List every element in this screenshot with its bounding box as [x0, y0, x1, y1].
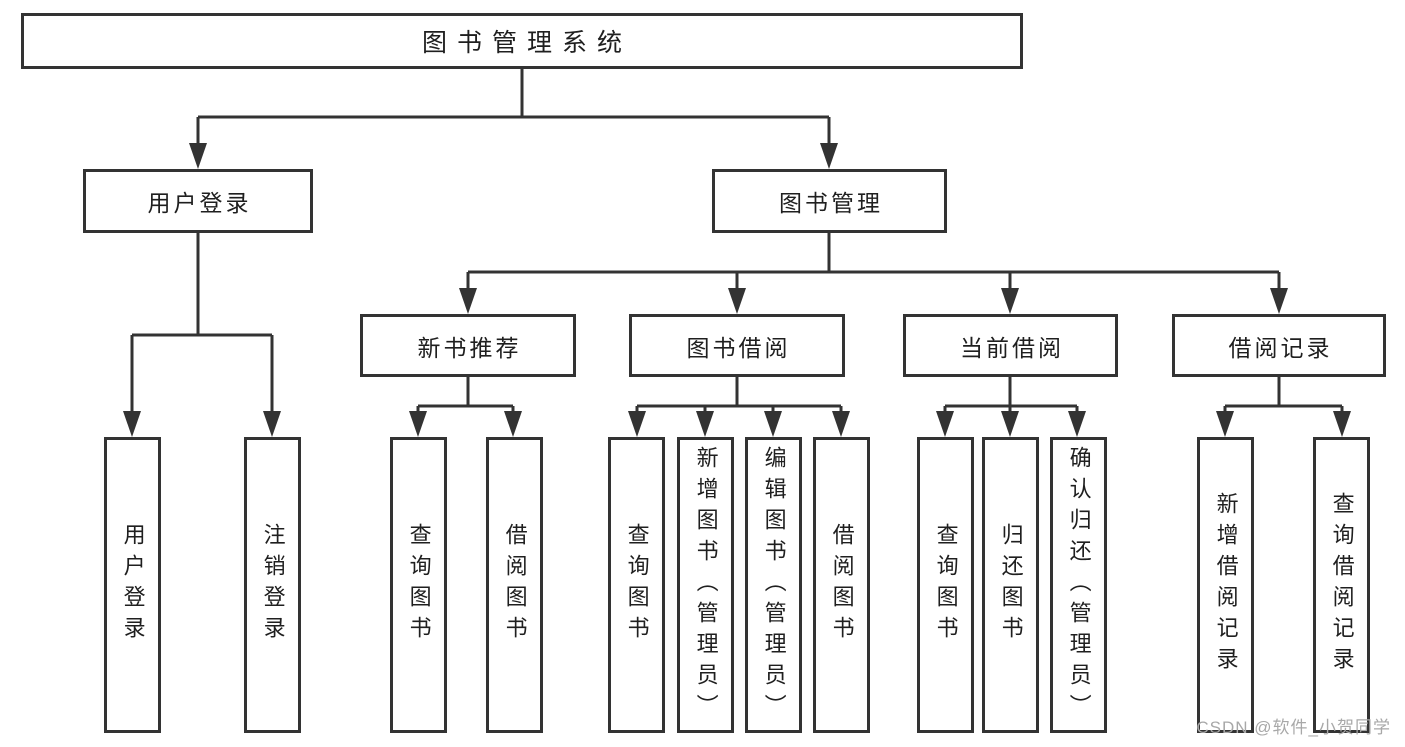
csdn-watermark: CSDN @软件_小贺同学 — [1196, 718, 1391, 737]
node-label: 借阅图书 — [829, 523, 855, 647]
node-new-book-recommend: 新书推荐 — [360, 314, 576, 377]
leaf-add-books-admin: 新增图书（管理员） — [677, 437, 734, 733]
arrowhead — [1333, 411, 1351, 437]
node-label: 图书借阅 — [686, 334, 791, 361]
node-label: 用户登录 — [147, 190, 252, 216]
arrowhead — [832, 411, 850, 437]
leaf-add-borrow-record: 新增借阅记录 — [1197, 437, 1254, 733]
arrowhead — [504, 411, 522, 437]
arrowhead — [1270, 288, 1288, 314]
node-label: 新书推荐 — [417, 334, 522, 361]
node-label: 编辑图书（管理员） — [761, 445, 787, 725]
node-label: 查询图书 — [406, 523, 432, 647]
arrowhead — [820, 143, 838, 169]
node-label: 借阅图书 — [502, 523, 528, 647]
node-user-login: 用户登录 — [83, 169, 313, 233]
leaf-borrow-books: 借阅图书 — [813, 437, 870, 733]
arrowhead — [1001, 411, 1019, 437]
node-label: 图书管理 — [779, 190, 883, 216]
arrowhead — [1068, 411, 1086, 437]
leaf-query-books-current: 查询图书 — [917, 437, 974, 733]
node-label: 图书管理系统 — [421, 29, 632, 57]
node-label: 注销登录 — [260, 523, 286, 647]
node-root-system: 图书管理系统 — [21, 13, 1023, 69]
node-book-management: 图书管理 — [712, 169, 947, 233]
leaf-user-login: 用户登录 — [104, 437, 161, 733]
arrowhead — [189, 143, 207, 169]
leaf-query-borrow-record: 查询借阅记录 — [1313, 437, 1370, 733]
node-label: 新增借阅记录 — [1213, 492, 1239, 678]
node-label: 借阅记录 — [1228, 334, 1333, 361]
arrowhead — [728, 288, 746, 314]
leaf-borrow-books-recommend: 借阅图书 — [486, 437, 543, 733]
arrowhead — [628, 411, 646, 437]
arrowhead — [936, 411, 954, 437]
arrowhead — [459, 288, 477, 314]
leaf-confirm-return-admin: 确认归还（管理员） — [1050, 437, 1107, 733]
node-book-borrowing: 图书借阅 — [629, 314, 845, 377]
leaf-logout: 注销登录 — [244, 437, 301, 733]
node-label: 用户登录 — [120, 523, 146, 647]
leaf-edit-books-admin: 编辑图书（管理员） — [745, 437, 802, 733]
connector-paths — [130, 69, 1344, 415]
arrowheads — [123, 143, 1351, 437]
leaf-query-books-recommend: 查询图书 — [390, 437, 447, 733]
node-borrowing-records: 借阅记录 — [1172, 314, 1386, 377]
node-label: 查询图书 — [933, 523, 959, 647]
leaf-return-books: 归还图书 — [982, 437, 1039, 733]
leaf-query-books-borrow: 查询图书 — [608, 437, 665, 733]
arrowhead — [764, 411, 782, 437]
arrowhead — [696, 411, 714, 437]
arrowhead — [263, 411, 281, 437]
node-label: 查询借阅记录 — [1329, 492, 1355, 678]
arrowhead — [1001, 288, 1019, 314]
arrowhead — [409, 411, 427, 437]
node-label: 查询图书 — [624, 523, 650, 647]
node-label: 新增图书（管理员） — [693, 445, 719, 725]
node-label: 归还图书 — [998, 523, 1024, 647]
node-label: 确认归还（管理员） — [1066, 445, 1092, 725]
node-label: 当前借阅 — [960, 334, 1064, 361]
arrowhead — [1216, 411, 1234, 437]
arrowhead — [123, 411, 141, 437]
node-current-borrowing: 当前借阅 — [903, 314, 1118, 377]
